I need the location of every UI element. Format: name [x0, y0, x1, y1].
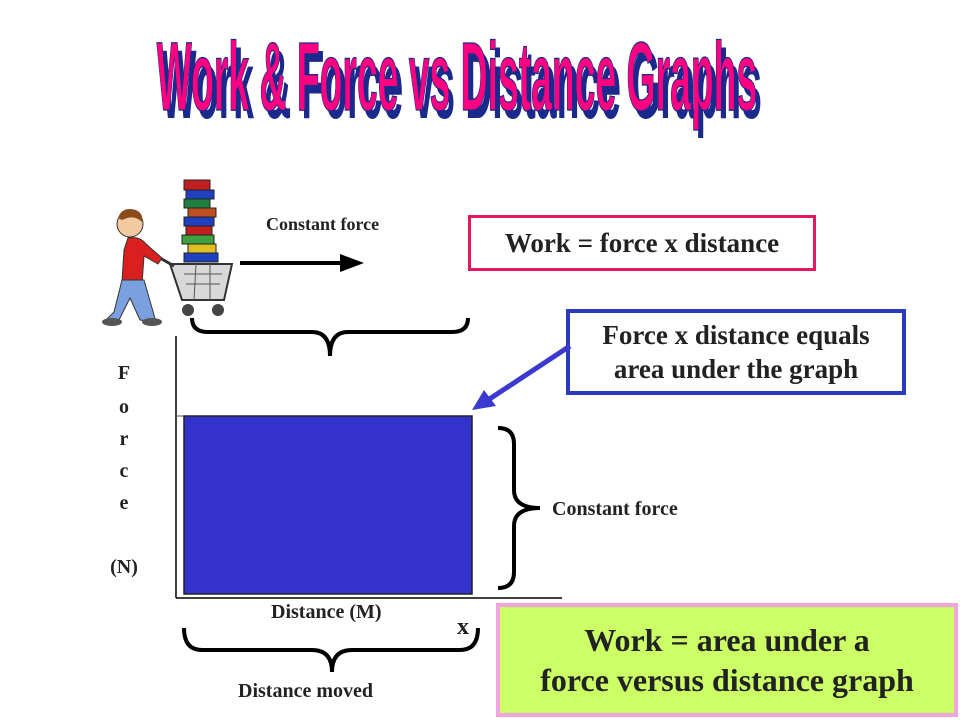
constant-force-right-label: Constant force [552, 498, 678, 520]
force-letter-f: F [117, 362, 131, 384]
force-distance-graph [175, 336, 562, 599]
book-stack-icon [181, 179, 219, 263]
summary-line-1: Work = area under a [584, 622, 870, 658]
distance-axis-label: Distance (M) [271, 601, 382, 623]
bottom-brace [182, 627, 480, 673]
person-cart-illustration [102, 179, 234, 326]
force-letter-o: o [119, 396, 129, 418]
area-explanation-box: Force x distance equals area under the g… [566, 309, 906, 395]
area-line-1: Force x distance equals [602, 320, 870, 350]
area-under-graph [183, 415, 473, 595]
distance-moved-label: Distance moved [238, 680, 373, 702]
title-banner: Work & Force vs Distance Graphs Work & F… [156, 21, 762, 139]
title-shadow: Work & Force vs Distance Graphs [161, 30, 762, 139]
page-title: Work & Force vs Distance Graphs [157, 22, 758, 131]
work-formula-box: Work = force x distance [468, 215, 816, 271]
summary-box: Work = area under a force versus distanc… [496, 603, 958, 717]
right-brace [497, 426, 541, 590]
x-marker: x [457, 614, 469, 640]
summary-line-2: force versus distance graph [540, 662, 914, 698]
person-icon [102, 209, 163, 326]
force-arrow-icon [240, 254, 364, 272]
force-letter-c: c [119, 460, 129, 482]
top-brace [190, 317, 470, 357]
cart-icon [159, 256, 234, 316]
constant-force-top-label: Constant force [266, 214, 380, 234]
force-letter-e: e [119, 492, 129, 514]
area-line-2: area under the graph [613, 354, 859, 384]
pointer-arrow-icon [472, 343, 572, 410]
force-letter-r: r [119, 428, 129, 450]
work-formula-text: Work = force x distance [504, 227, 780, 258]
force-unit-label: (N) [110, 556, 138, 578]
